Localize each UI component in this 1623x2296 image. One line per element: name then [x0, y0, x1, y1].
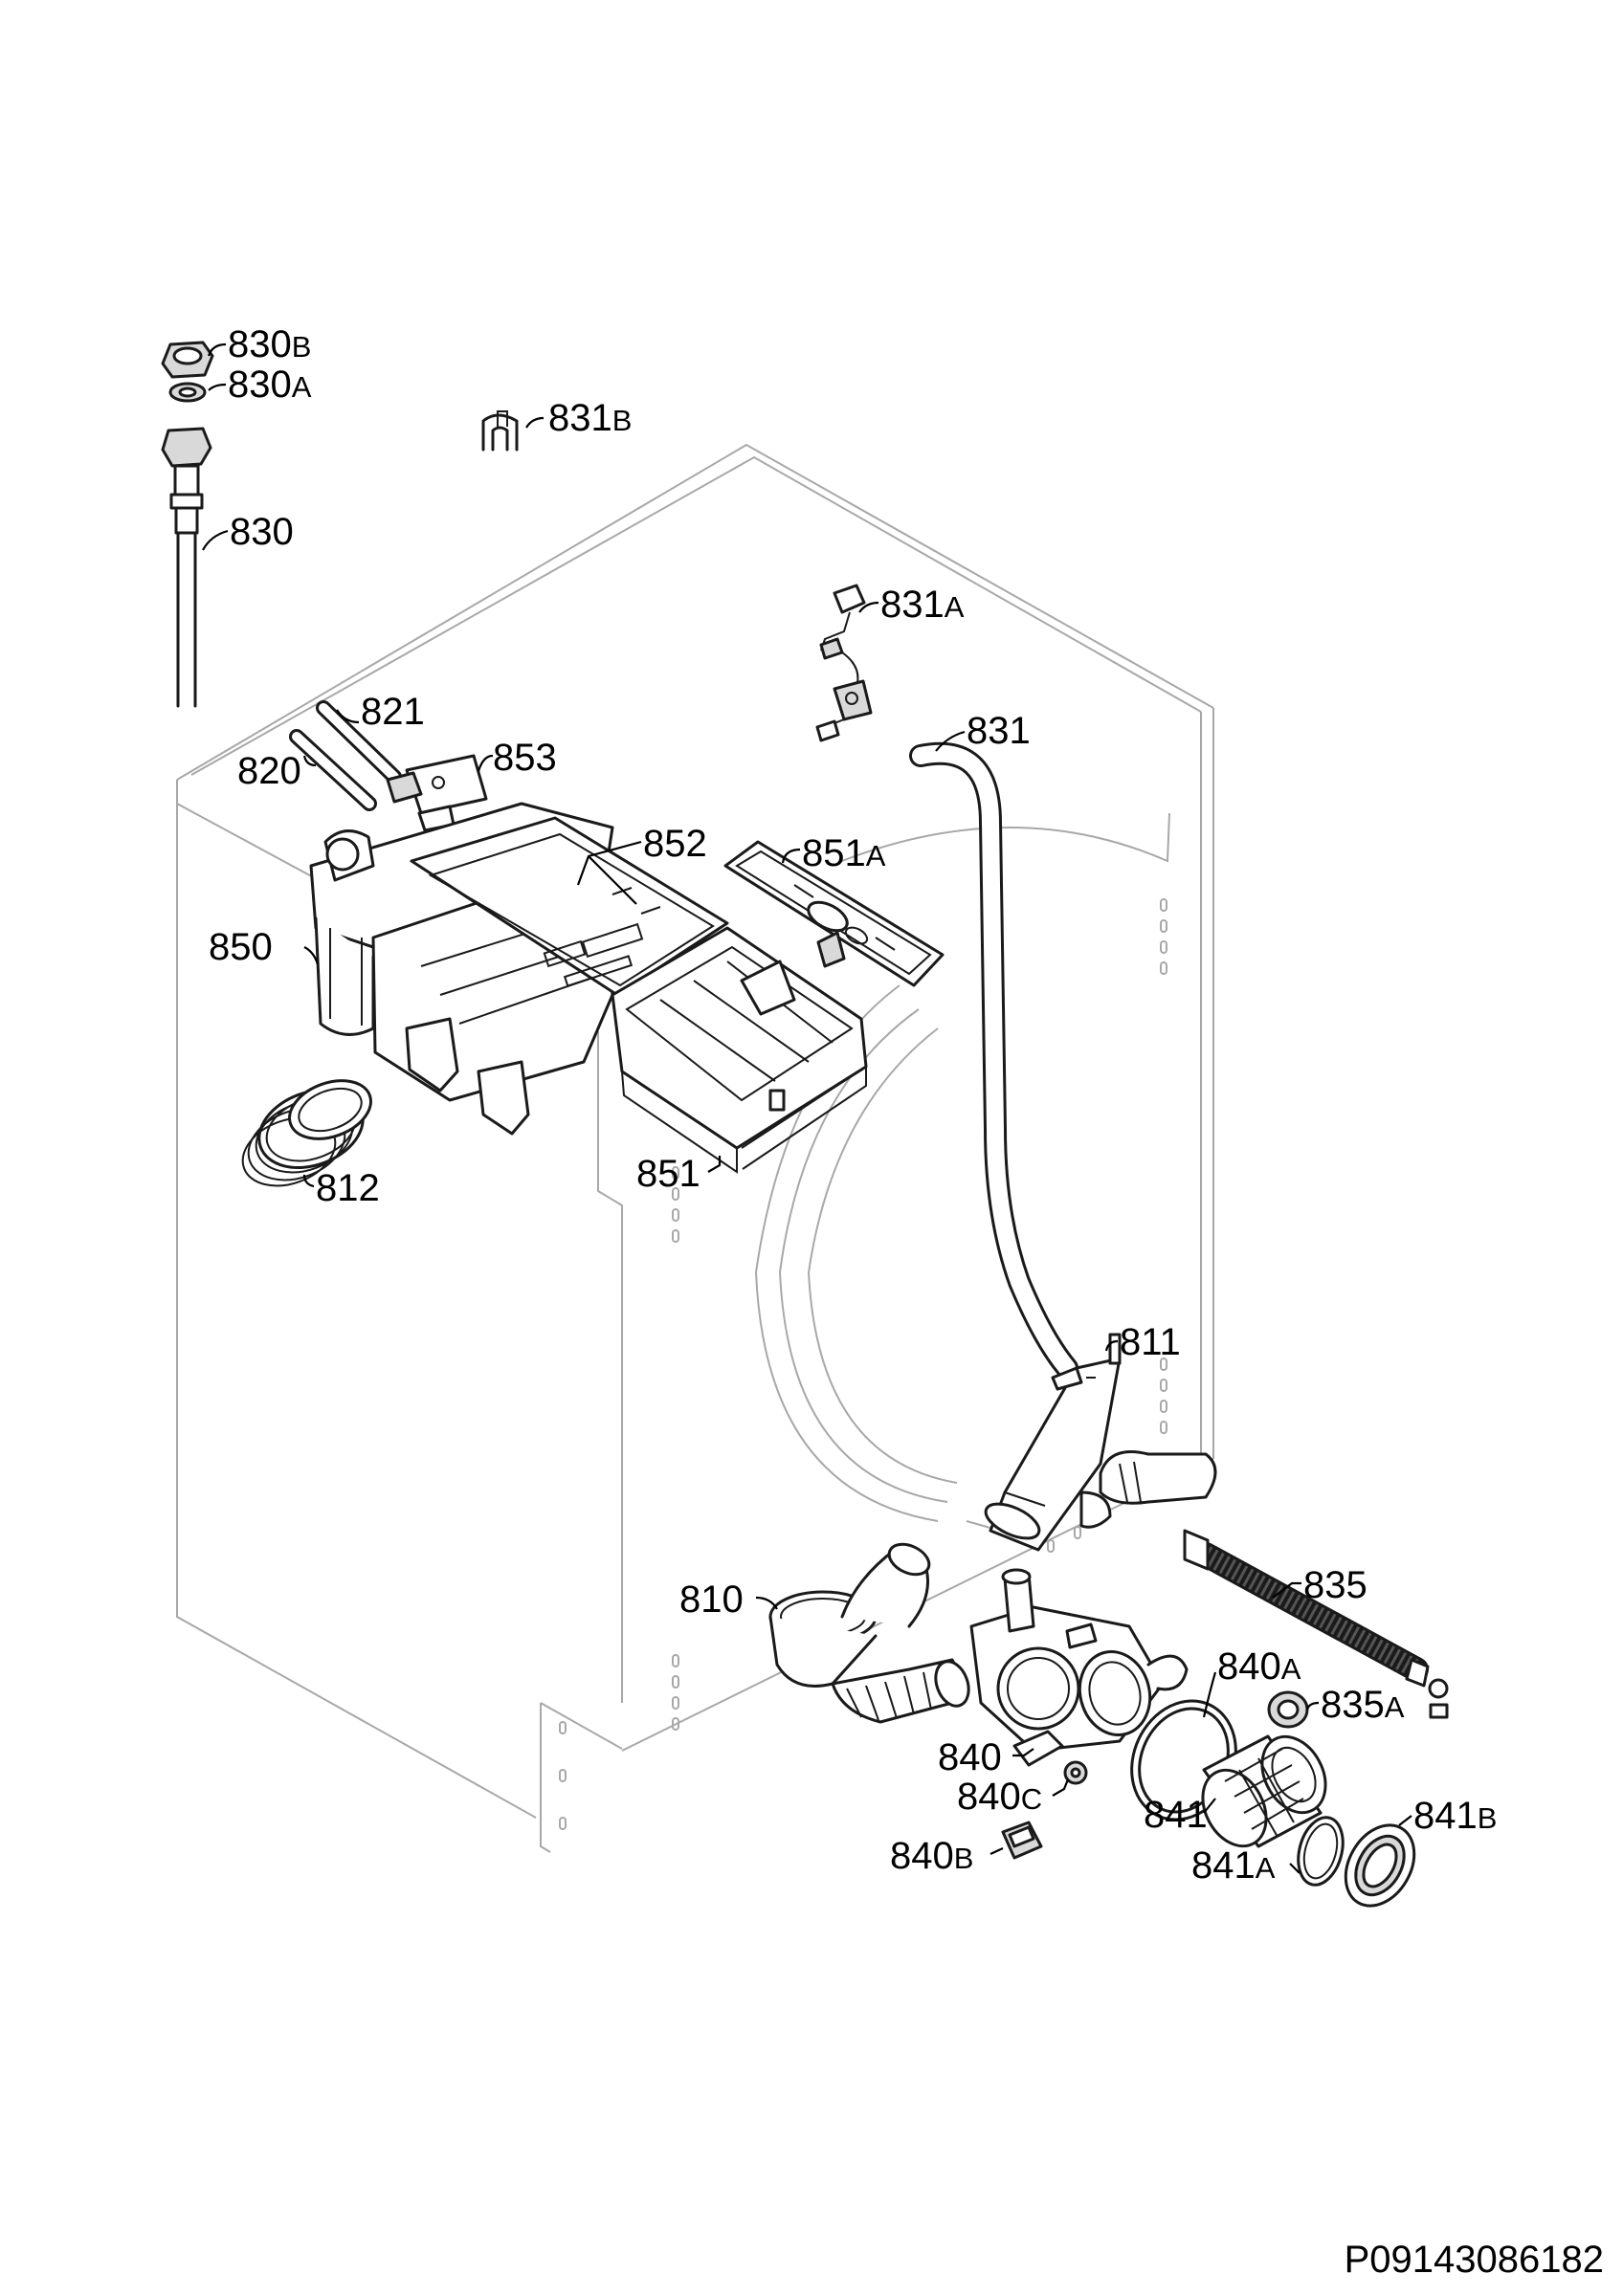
diagram-code: P09143086182: [1344, 2239, 1604, 2281]
part-840B-block: [1001, 1821, 1043, 1860]
part-820-hose: [289, 729, 377, 811]
callout-810: 810: [679, 1578, 744, 1621]
callout-812: 812: [316, 1167, 380, 1209]
part-831B-clip: [481, 410, 519, 452]
callout-835A: 835A: [1321, 1684, 1405, 1726]
callout-811: 811: [1120, 1321, 1181, 1363]
part-840C-screw: [1063, 1760, 1088, 1785]
callout-821: 821: [361, 691, 425, 733]
callout-830: 830: [230, 511, 294, 553]
part-830A-washer: [168, 382, 207, 403]
part-812-bellows: [241, 1079, 372, 1187]
part-821-hose: [316, 700, 402, 784]
callout-841A: 841A: [1191, 1844, 1276, 1887]
callout-835: 835: [1303, 1564, 1367, 1606]
part-835A-ring: [1267, 1690, 1309, 1729]
part-841A-o-ring: [1297, 1816, 1345, 1887]
part-852-dispenser-lid: [410, 816, 729, 997]
callout-851: 851: [636, 1153, 700, 1195]
callout-820: 820: [237, 750, 301, 792]
callout-830B: 830B: [228, 323, 312, 365]
callout-831: 831: [967, 710, 1031, 752]
part-831-pressure-hose: [909, 741, 1078, 1380]
callout-853: 853: [493, 737, 557, 779]
part-810-sump-hose: [768, 1542, 970, 1724]
part-841B-filter-cap: [1344, 1823, 1416, 1908]
callout-841: 841: [1144, 1794, 1208, 1836]
part-841-filter: [1201, 1734, 1327, 1848]
callout-841B: 841B: [1413, 1795, 1498, 1837]
callout-831A: 831A: [880, 584, 965, 626]
part-840-pump-housing: [969, 1568, 1189, 1767]
callout-831B: 831B: [548, 397, 633, 439]
callout-830A: 830A: [228, 364, 312, 406]
callout-840B: 840B: [890, 1835, 974, 1877]
callout-852: 852: [643, 823, 707, 865]
part-831A-wiring: [815, 584, 873, 742]
callout-840: 840: [938, 1736, 1002, 1778]
callout-840C: 840C: [957, 1776, 1043, 1818]
callout-851A: 851A: [802, 832, 886, 874]
part-811-hose-chamber: [984, 1333, 1217, 1552]
part-851A-drawer-handle: [723, 840, 945, 987]
part-851-dispenser-drawer: [611, 926, 868, 1174]
part-830B-nut: [161, 341, 214, 379]
callout-850: 850: [209, 926, 273, 968]
part-830-inlet-hose: [161, 427, 212, 708]
part-835-drain-hose: [1183, 1529, 1449, 1719]
cabinet-slots: [559, 898, 1167, 1830]
callout-840A: 840A: [1217, 1645, 1301, 1688]
leader-lines: [202, 342, 1412, 1874]
